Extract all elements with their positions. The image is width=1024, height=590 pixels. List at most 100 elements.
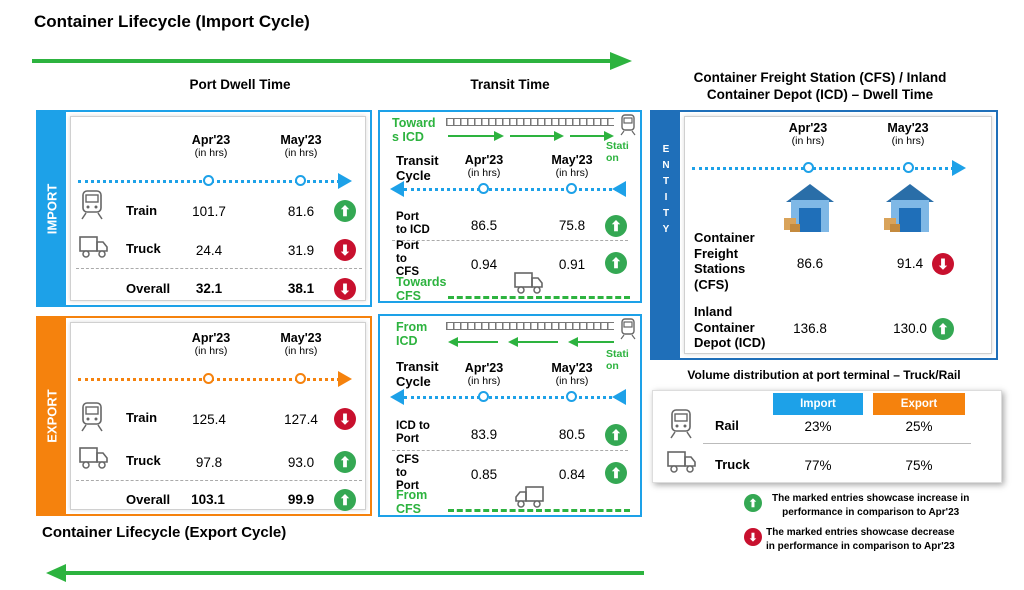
port-dwell-title: Port Dwell Time <box>189 77 291 92</box>
month-may: May'23(in hrs) <box>280 331 322 357</box>
truck-icon <box>79 447 108 469</box>
apr-value: 86.5 <box>470 218 498 233</box>
transit-title: Transit Time <box>470 77 550 92</box>
train-icon <box>81 402 103 432</box>
timeline-arrow <box>612 181 626 197</box>
may-value: 0.84 <box>558 467 586 482</box>
entity-tag <box>652 112 680 358</box>
timeline-marker <box>203 175 214 186</box>
timeline-arrow <box>390 389 404 405</box>
train-icon <box>670 409 692 439</box>
timeline-marker <box>478 391 489 402</box>
timeline-marker <box>203 373 214 384</box>
timeline-arrow <box>338 173 352 189</box>
apr-value: 136.8 <box>793 321 827 336</box>
row-label: Truck <box>126 241 161 256</box>
timeline-marker <box>803 162 814 173</box>
apr-value: 0.85 <box>470 467 498 482</box>
month-apr: Apr'23(in hrs) <box>464 361 504 387</box>
row-label: Train <box>126 203 158 218</box>
row-label: Train <box>126 410 158 425</box>
timeline-marker <box>478 183 489 194</box>
export-flow-arrow <box>46 564 644 582</box>
direction-arrows <box>448 337 614 347</box>
increase-indicator-icon: ⬆ <box>605 424 627 446</box>
month-may: May'23(in hrs) <box>551 361 593 387</box>
may-value: 0.91 <box>558 257 586 272</box>
may-value: 93.0 <box>287 455 315 470</box>
timeline-marker <box>566 391 577 402</box>
port-dwell-import-panel: IMPORT Apr'23(in hrs) May'23(in hrs) Tra… <box>36 110 372 307</box>
row-label: Truck <box>715 457 750 472</box>
train-icon <box>81 190 103 220</box>
timeline <box>404 396 624 399</box>
may-value: 91.4 <box>896 256 924 271</box>
apr-value: 103.1 <box>191 492 225 507</box>
train-icon <box>620 318 636 340</box>
divider <box>76 268 362 269</box>
truck-icon <box>79 236 108 258</box>
apr-value: 86.6 <box>796 256 824 271</box>
timeline <box>404 188 624 191</box>
road-line <box>448 509 630 512</box>
decrease-indicator-icon: ⬇ <box>334 408 356 430</box>
decrease-indicator-icon: ⬇ <box>932 253 954 275</box>
page-title: Container Lifecycle (Import Cycle) <box>34 12 310 31</box>
row-label: Overall <box>126 281 171 296</box>
timeline-marker <box>295 373 306 384</box>
month-may: May'23(in hrs) <box>887 121 929 147</box>
truck-icon <box>515 486 544 508</box>
cfs-title-line-1: Container Freight Station (CFS) / Inland <box>693 70 947 85</box>
port-dwell-export-panel: EXPORT Apr'23(in hrs) May'23(in hrs) Tra… <box>36 316 372 516</box>
import-tag: IMPORT <box>38 112 66 305</box>
timeline-marker <box>903 162 914 173</box>
increase-indicator-icon: ⬆ <box>932 318 954 340</box>
truck-icon <box>514 272 543 294</box>
apr-value: 24.4 <box>195 243 223 258</box>
rail-track <box>446 322 614 330</box>
timeline-arrow <box>612 389 626 405</box>
decrease-legend-icon: ⬇ <box>744 528 762 546</box>
may-value: 80.5 <box>558 427 586 442</box>
apr-value: 0.94 <box>470 257 498 272</box>
export-column-header: Export <box>873 393 965 415</box>
truck-icon <box>667 451 696 473</box>
timeline-marker <box>566 183 577 194</box>
apr-value: 125.4 <box>192 412 226 427</box>
cfs-icd-panel: E N T I T Y Apr'23(in hrs) May'23(in hrs… <box>650 110 998 360</box>
divider <box>392 450 628 451</box>
increase-indicator-icon: ⬆ <box>605 462 627 484</box>
warehouse-icon <box>784 184 834 232</box>
volume-table: Import Export Rail 23% 25% Truck 77% 75% <box>652 390 1002 483</box>
month-apr: Apr'23(in hrs) <box>191 133 231 159</box>
may-value: 127.4 <box>284 412 318 427</box>
timeline-arrow <box>338 371 352 387</box>
apr-value: 97.8 <box>195 455 223 470</box>
export-cycle-title: Container Lifecycle (Export Cycle) <box>42 524 287 541</box>
export-share: 25% <box>905 419 933 434</box>
timeline <box>692 167 954 170</box>
timeline-arrow <box>390 181 404 197</box>
import-flow-arrow <box>32 52 632 70</box>
decrease-indicator-icon: ⬇ <box>334 239 356 261</box>
may-value: 38.1 <box>287 281 315 296</box>
month-apr: Apr'23(in hrs) <box>788 121 828 147</box>
warehouse-icon <box>884 184 934 232</box>
decrease-indicator-icon: ⬇ <box>334 278 356 300</box>
apr-value: 83.9 <box>470 427 498 442</box>
row-label: Overall <box>126 492 171 507</box>
may-value: 81.6 <box>287 204 315 219</box>
may-value: 99.9 <box>287 492 315 507</box>
divider <box>76 480 362 481</box>
export-tag: EXPORT <box>38 318 66 514</box>
